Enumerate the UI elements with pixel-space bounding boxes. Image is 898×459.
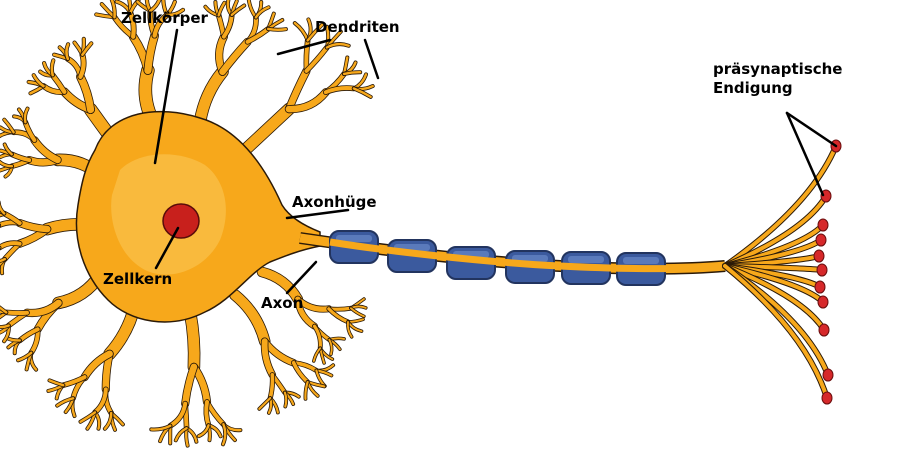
dendrite-branch <box>52 60 53 75</box>
nucleus-icon <box>163 204 199 238</box>
synaptic-terminal-icon <box>823 369 833 381</box>
synaptic-terminal-icon <box>818 219 828 231</box>
dendrite-branch <box>200 72 223 122</box>
pointer-axonhuegel <box>287 210 348 218</box>
synaptic-terminal-icon <box>814 250 824 262</box>
synaptic-terminal-icon <box>822 392 832 404</box>
dendrite-branch <box>190 312 194 367</box>
dendrite-branch <box>245 109 289 150</box>
myelin-highlight <box>568 256 604 263</box>
dendrite-branch <box>224 15 232 37</box>
axon-terminals <box>725 140 841 404</box>
dendrite-branch <box>259 398 270 409</box>
synaptic-terminal-icon <box>815 281 825 293</box>
label-dendrites: Dendriten <box>315 18 400 36</box>
label-cell-body: Zellkörper <box>121 9 208 27</box>
synaptic-terminal-icon <box>816 234 826 246</box>
dendrite-branch <box>307 48 327 71</box>
dendrite-branch <box>326 88 354 92</box>
pointer-axon <box>287 262 316 293</box>
label-axon-hillock: Axonhüge <box>292 193 377 211</box>
dendrite-branch <box>6 312 27 313</box>
label-nucleus: Zellkern <box>103 270 172 288</box>
label-presynaptic-line2: Endigung <box>713 79 843 98</box>
label-axon: Axon <box>261 294 303 312</box>
dendrite-branch <box>206 402 208 425</box>
dendrite-branch <box>351 308 364 316</box>
pointer-dendriten-right <box>365 40 378 78</box>
synaptic-terminal-icon <box>818 296 828 308</box>
dendrite-branch <box>186 428 187 445</box>
dendrite-branch <box>268 29 286 30</box>
label-presynaptic-terminal: präsynaptische Endigung <box>713 60 843 98</box>
synaptic-terminal-icon <box>819 324 829 336</box>
myelin-sheath <box>330 231 725 285</box>
synaptic-terminal-icon <box>817 264 827 276</box>
dendrite-branch <box>223 42 248 72</box>
dendrite-branch <box>170 404 185 426</box>
myelin-highlight <box>623 257 659 264</box>
label-presynaptic-line1: präsynaptische <box>713 60 843 79</box>
